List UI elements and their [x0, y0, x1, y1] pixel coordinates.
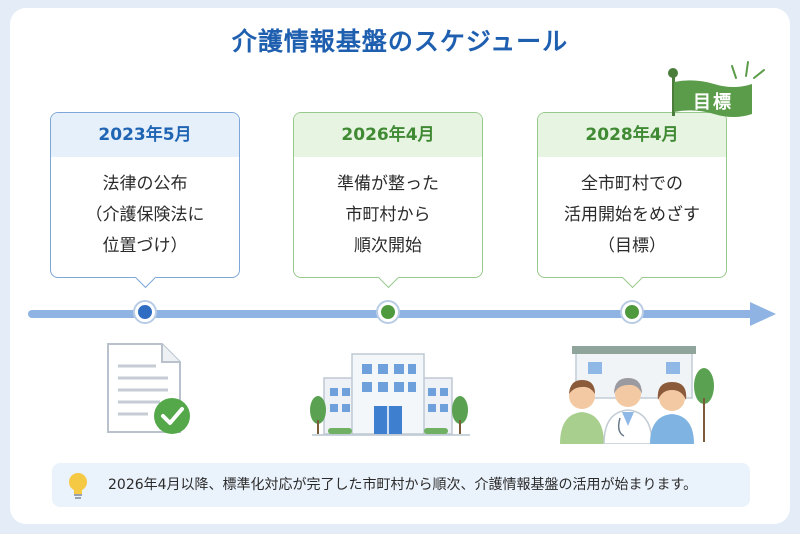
document-check-icon [107, 343, 190, 434]
milestone-date: 2023年5月 [51, 113, 239, 157]
goal-flag-label: 目標 [693, 92, 733, 113]
milestone-line: （介護保険法に [85, 205, 205, 225]
milestone-description: 全市町村での 活用開始をめざす （目標） [538, 157, 726, 262]
milestone-card-2026: 2026年4月 準備が整った 市町村から 順次開始 [293, 112, 483, 278]
timeline-marker-2028 [622, 302, 642, 322]
milestone-line: 順次開始 [354, 236, 422, 256]
milestone-date: 2028年4月 [538, 113, 726, 157]
flag-pole [672, 74, 675, 116]
city-hall-icon [310, 353, 470, 436]
info-note: 2026年4月以降、標準化対応が完了した市町村から順次、介護情報基盤の活用が始ま… [52, 463, 750, 507]
lightbulb-icon [69, 473, 87, 499]
milestone-line: 活用開始をめざす [564, 205, 700, 225]
sparkle-icon [731, 61, 765, 79]
page-title: 介護情報基盤のスケジュール [231, 27, 569, 56]
care-workers-icon [560, 346, 714, 444]
timeline-marker-2026 [378, 302, 398, 322]
milestone-line: 全市町村での [581, 174, 683, 194]
note-text: 2026年4月以降、標準化対応が完了した市町村から順次、介護情報基盤の活用が始ま… [108, 477, 698, 493]
milestone-description: 法律の公布 （介護保険法に 位置づけ） [51, 157, 239, 262]
flag-pole-knob [668, 68, 678, 78]
milestone-line: 市町村から [345, 205, 431, 225]
timeline-marker-2023 [135, 302, 155, 322]
goal-flag-icon [674, 80, 752, 117]
milestone-line: 準備が整った [337, 174, 439, 194]
milestone-card-2028: 2028年4月 全市町村での 活用開始をめざす （目標） [537, 112, 727, 278]
milestone-description: 準備が整った 市町村から 順次開始 [294, 157, 482, 262]
milestone-card-2023: 2023年5月 法律の公布 （介護保険法に 位置づけ） [50, 112, 240, 278]
milestone-line: 位置づけ） [102, 236, 188, 256]
milestone-line: （目標） [598, 236, 666, 256]
milestone-date: 2026年4月 [294, 113, 482, 157]
milestone-line: 法律の公布 [102, 174, 188, 194]
